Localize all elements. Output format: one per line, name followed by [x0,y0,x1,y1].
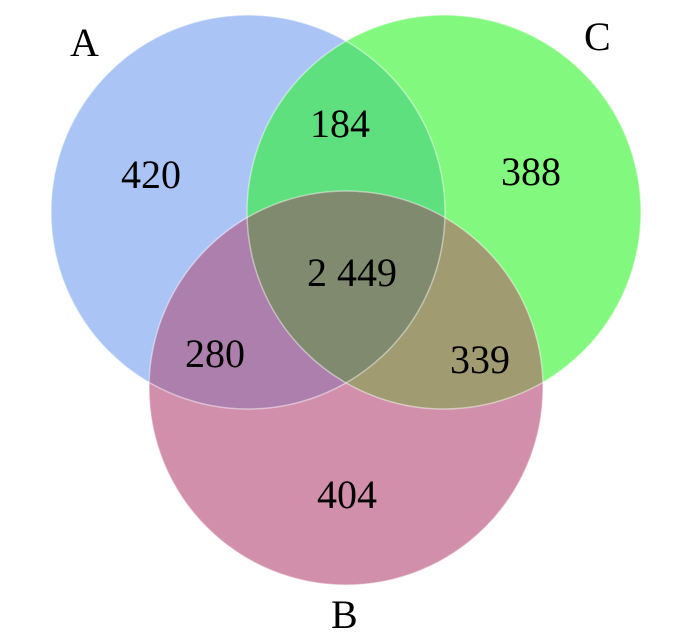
count-a-c: 184 [310,101,370,146]
set-label-b: B [331,592,358,634]
count-a-b: 280 [185,331,245,376]
count-a-only: 420 [121,152,181,197]
circle-b-outline [148,190,544,586]
count-b-only: 404 [317,472,377,517]
circle-c-outline [246,14,642,410]
count-b-c: 339 [450,337,510,382]
set-label-c: C [584,14,611,59]
circle-a-outline [50,14,446,410]
count-a-b-c: 2 449 [307,250,397,295]
set-label-a: A [70,20,99,65]
count-c-only: 388 [501,149,561,194]
